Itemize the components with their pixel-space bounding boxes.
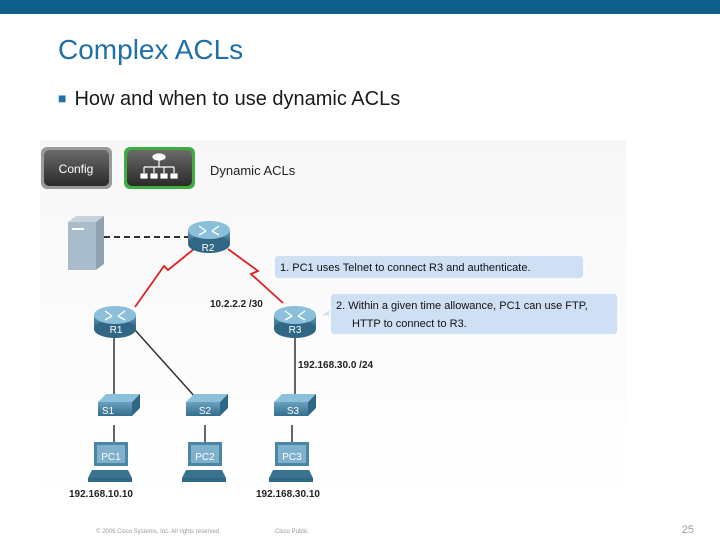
slide-title: Complex ACLs: [58, 34, 244, 65]
pc-pc3-label: PC3: [282, 452, 302, 463]
r2-ip-label: 10.2.2.2 /30: [210, 299, 263, 310]
pc-pc2-label: PC2: [195, 452, 215, 463]
switch-s1[interactable]: S1: [98, 394, 140, 417]
diagram-heading: Dynamic ACLs: [210, 163, 296, 178]
switch-s3-label: S3: [287, 406, 300, 417]
callout-step1: 1. PC1 uses Telnet to connect R3 and aut…: [273, 254, 585, 282]
page-number: 25: [681, 524, 694, 536]
bullet-square-icon: ■: [58, 90, 67, 106]
slide-bullet: ■ How and when to use dynamic ACLs: [58, 88, 400, 111]
callout-step2-line1: 2. Within a given time allowance, PC1 ca…: [336, 300, 588, 312]
wan-link-r1-r2: [134, 248, 195, 308]
config-button-label: Config: [59, 162, 94, 176]
bullet-text: How and when to use dynamic ACLs: [74, 88, 401, 110]
server-icon: [68, 216, 104, 270]
top-bar: [0, 0, 720, 14]
pc-pc2[interactable]: PC2: [182, 442, 226, 482]
switch-s2[interactable]: S2: [186, 394, 228, 417]
footer-label: Cisco Public: [275, 529, 309, 535]
switch-s1-label: S1: [102, 406, 115, 417]
pc-pc1[interactable]: PC1: [88, 442, 132, 482]
wan-link-r2-r3: [227, 248, 284, 304]
router-r3-label: R3: [289, 325, 302, 336]
callout-step2-line2: HTTP to connect to R3.: [352, 318, 467, 330]
router-r2[interactable]: R2: [188, 221, 230, 254]
pc-pc1-label: PC1: [101, 452, 121, 463]
switch-s2-label: S2: [199, 406, 212, 417]
pc3-ip-label: 192.168.30.10: [256, 489, 320, 500]
router-r1[interactable]: R1: [94, 306, 136, 338]
router-r1-label: R1: [110, 325, 123, 336]
router-arrows-icon: [284, 310, 306, 321]
pc1-ip-label: 192.168.10.10: [69, 489, 133, 500]
pc-pc3[interactable]: PC3: [269, 442, 313, 482]
r3-network-label: 192.168.30.0 /24: [298, 360, 374, 371]
callout-step1-text: 1. PC1 uses Telnet to connect R3 and aut…: [280, 262, 531, 274]
router-r3[interactable]: R3: [274, 306, 316, 338]
topology-icon: [140, 153, 178, 179]
callout-step2: 2. Within a given time allowance, PC1 ca…: [318, 292, 619, 336]
config-button[interactable]: Config: [41, 147, 112, 189]
network-diagram: Config Dynamic ACLs: [40, 140, 626, 502]
router-arrows-icon: [104, 310, 126, 321]
switch-s3[interactable]: S3: [274, 394, 316, 417]
router-arrows-icon: [198, 225, 220, 236]
topology-button[interactable]: [124, 147, 195, 189]
footer-copyright: © 2006 Cisco Systems, Inc. All rights re…: [96, 529, 221, 535]
router-r2-label: R2: [202, 243, 215, 254]
